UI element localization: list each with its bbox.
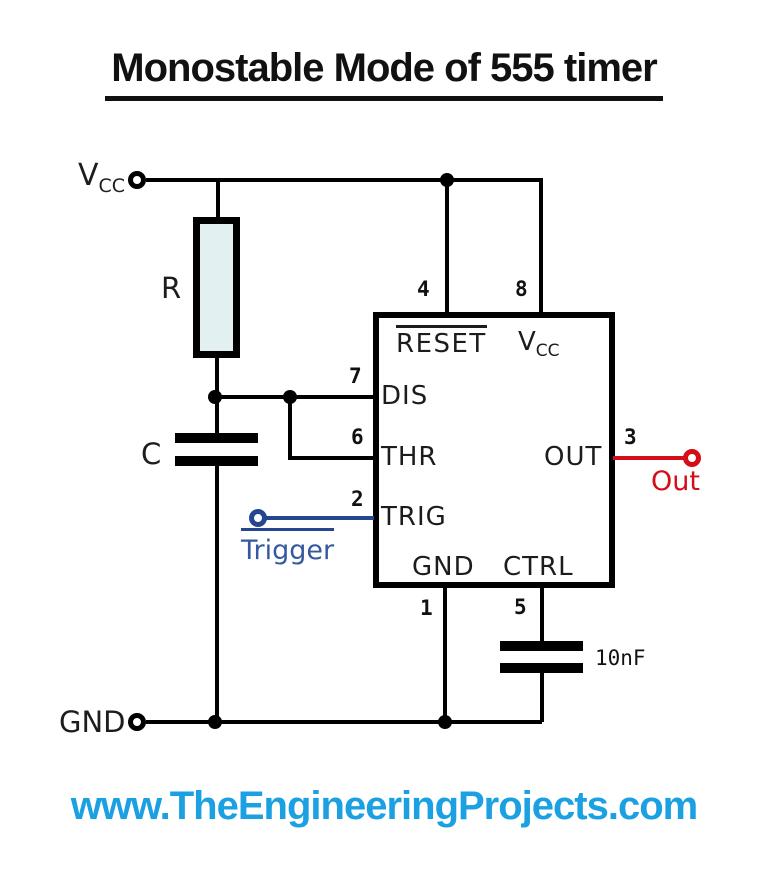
chip-pin-label-dis: DIS xyxy=(381,381,429,411)
junction-vcc-rail xyxy=(440,173,454,187)
ic-555-body xyxy=(373,312,615,588)
chip-pin-label-reset: RESET xyxy=(396,325,487,359)
chip-pin-label-out: OUT xyxy=(544,442,603,472)
vcc-supply-label-sub: CC xyxy=(98,175,126,197)
chip-pin-label-vcc-main: V xyxy=(518,327,536,357)
pin-number-3: 3 xyxy=(624,425,637,449)
chip-pin-label-vcc-sub: CC xyxy=(535,341,560,361)
footer: www.TheEngineeringProjects.com xyxy=(0,784,768,829)
chip-pin-label-gnd: GND xyxy=(412,552,475,582)
out-label: Out xyxy=(651,466,700,497)
pin-number-8: 8 xyxy=(515,277,528,301)
vcc-supply-label-main: V xyxy=(78,158,99,193)
gnd-terminal-icon xyxy=(128,713,146,731)
resistor-body xyxy=(193,217,240,358)
junction-dis-node xyxy=(208,390,222,404)
trigger-label: Trigger xyxy=(241,528,335,566)
title-bar: Monostable Mode of 555 timer xyxy=(0,46,768,101)
vcc-supply-label: VCC xyxy=(78,158,125,197)
pin-number-2: 2 xyxy=(351,487,364,511)
resistor-label: R xyxy=(161,271,182,305)
junction-thr-node xyxy=(283,390,297,404)
pin-number-5: 5 xyxy=(514,595,527,619)
pin-number-4: 4 xyxy=(417,277,430,301)
wire-vcc-rail xyxy=(146,178,543,315)
capacitor-label: C xyxy=(141,437,162,471)
chip-pin-label-trig: TRIG xyxy=(381,502,447,532)
chip-pin-label-vcc: VCC xyxy=(518,327,560,361)
wire-pin6-thr xyxy=(288,397,374,460)
junction-capc-gnd xyxy=(208,715,222,729)
chip-pin-label-thr: THR xyxy=(381,442,438,472)
pin-number-7: 7 xyxy=(349,364,362,388)
pin-number-1: 1 xyxy=(420,596,433,620)
ctrl-capacitor-value-label: 10nF xyxy=(595,646,646,670)
page-title: Monostable Mode of 555 timer xyxy=(105,46,663,101)
trigger-terminal-icon xyxy=(249,509,267,527)
chip-pin-label-ctrl: CTRL xyxy=(503,552,574,582)
website-link[interactable]: www.TheEngineeringProjects.com xyxy=(70,784,698,828)
gnd-supply-label: GND xyxy=(59,705,126,739)
pin-number-6: 6 xyxy=(351,425,364,449)
out-terminal-icon xyxy=(683,449,701,467)
junction-pin1-gnd xyxy=(438,715,452,729)
vcc-terminal-icon xyxy=(128,171,146,189)
